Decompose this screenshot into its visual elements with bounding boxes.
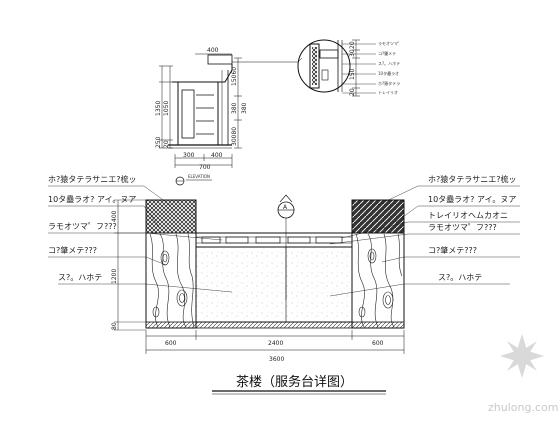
section-dim-right-3: 30080 [231, 127, 238, 146]
detail-label-4: ホ?猿タテラ [378, 80, 400, 86]
section-dim-left-1: 1050 [163, 101, 170, 116]
right-label-1: 10タ蠱ラオ? アイ。ヌア [428, 194, 516, 204]
left-label-3: コ?肇メテ??? [48, 245, 97, 255]
section-marker-a-label: A [283, 204, 288, 211]
main-dim-bottom-0: 600 [165, 340, 177, 347]
main-dim-left-1: 1200 [111, 269, 118, 284]
section-dim-left-3: 20 [163, 140, 170, 148]
detail-label-2: ス?。ハホテ [378, 60, 400, 66]
section-dim-bottom-2: 700 [199, 164, 211, 171]
main-dim-total: 3600 [269, 356, 284, 363]
counter-base [145, 321, 405, 329]
left-annotations: ホ?猿タテラサニエ?梳ッ 10タ蠱ラオ? アイ。ヌア ラモオツマ゜フ??? コ?… [48, 174, 233, 293]
section-dim-left-0: 1350 [155, 101, 162, 116]
main-elevation: A 400 1200 80 600 2400 600 3600 [111, 194, 405, 363]
section-dim-bottom-1: 400 [211, 152, 223, 159]
section-dim-right-2: 380 [241, 102, 248, 114]
section-counter-body [177, 81, 219, 146]
watermark: zhulong.com [488, 334, 558, 414]
left-label-2: ラモオツマ゜フ??? [48, 222, 117, 231]
detail-dim-3: 20 [349, 88, 356, 96]
watermark-text: zhulong.com [488, 401, 558, 414]
detail-label-1: コ?肇メテ [378, 50, 396, 56]
detail-label-5: トレイリオ [378, 90, 398, 95]
right-top-block [351, 199, 405, 234]
right-label-5: ス?。ハホテ [438, 273, 482, 282]
left-label-4: ス?。ハホテ [58, 273, 102, 282]
detail-label-3: 10タ蠱ラオ [378, 70, 399, 76]
right-label-2: トレイリオヘムカオニ [428, 211, 508, 220]
detail-dim-0: 20 [349, 41, 356, 49]
section-dim-bottom-0: 300 [183, 152, 195, 159]
left-label-1: 10タ蠱ラオ? アイ。ヌア [48, 194, 136, 204]
center-stone-panel [195, 246, 353, 323]
section-dim-left-2: 250 [155, 136, 162, 148]
detail-callout: 20 30 150 20 ラモオツマ゜ コ?肇メテ ス?。ハホテ 10タ蠱ラオ … [232, 39, 402, 97]
left-top-block [145, 199, 197, 234]
right-wood-column [351, 232, 405, 329]
main-dim-bottom-2: 600 [372, 340, 384, 347]
section-dim-right-0: 15060 [231, 67, 238, 86]
right-annotations: ホ?猿タテラサニエ?梳ッ 10タ蠱ラオ? アイ。ヌア トレイリオヘムカオニ ラモ… [329, 174, 520, 297]
drawing-title-block: 茶楼（服务台详图） [212, 374, 386, 395]
left-wood-column [145, 232, 197, 329]
right-label-0: ホ?猿タテラサニエ?梳ッ [428, 174, 517, 184]
watermark-logo-icon [500, 334, 544, 378]
section-elevation: 1350 1050 250 20 15060 380 380 30080 400… [155, 47, 248, 186]
main-dim-bottom-1: 2400 [268, 340, 283, 347]
main-dim-left-2: 80 [111, 322, 118, 330]
drawing-title: 茶楼（服务台详图） [236, 374, 353, 390]
detail-label-0: ラモオツマ゜ [378, 40, 402, 46]
left-label-0: ホ?猿タテラサニエ?梳ッ [48, 174, 137, 184]
section-dim-right-1: 380 [231, 102, 238, 114]
section-elevation-label: ELEVATION [188, 174, 210, 179]
right-label-4: コ?肇メテ??? [428, 245, 477, 255]
right-label-3: ラモオツマ゜フ??? [428, 223, 497, 232]
main-dim-left-0: 400 [111, 210, 118, 222]
detail-dim-1: 30 [349, 49, 356, 57]
detail-circle [297, 39, 351, 93]
section-dim-top-0: 400 [207, 47, 219, 54]
center-top-rail [195, 232, 353, 248]
